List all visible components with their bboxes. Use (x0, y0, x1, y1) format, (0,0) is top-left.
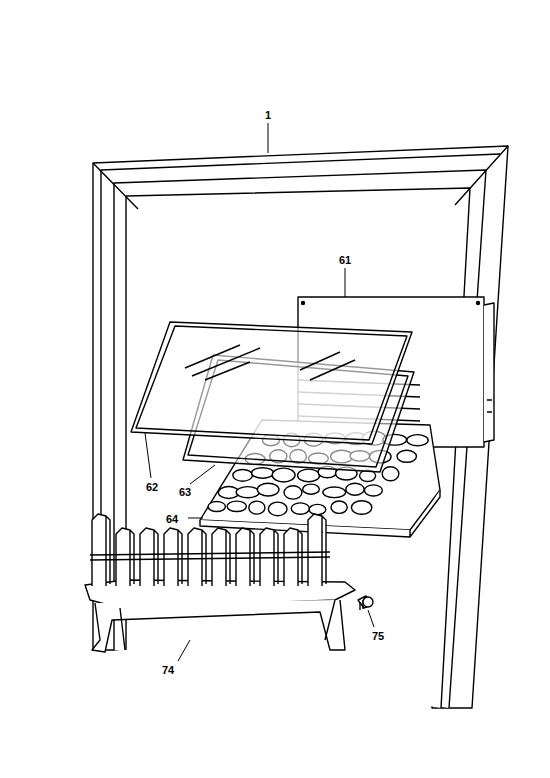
coal (227, 501, 246, 511)
screw (358, 596, 373, 610)
fender-bar (236, 528, 254, 586)
fender-bar (92, 514, 110, 586)
coal (252, 468, 274, 479)
coal (323, 487, 346, 498)
fender-bar (164, 528, 182, 586)
coal (272, 468, 295, 482)
fender-bar (212, 528, 230, 586)
coal (351, 501, 371, 515)
coal (284, 486, 302, 499)
glass-panel (131, 322, 412, 444)
coal (407, 435, 428, 446)
fender-rail (90, 552, 330, 560)
callout-number: 63 (179, 487, 191, 498)
coal (208, 502, 225, 512)
coal (382, 467, 399, 481)
callout-number: 61 (339, 255, 351, 266)
coal (364, 485, 382, 496)
fender-bar (116, 528, 134, 586)
coal (291, 503, 309, 514)
coal (233, 469, 253, 481)
coal (249, 501, 265, 514)
callout-number: 1 (265, 110, 271, 121)
coal (397, 450, 417, 462)
fender-bar (188, 528, 206, 586)
coal (303, 484, 320, 494)
leader-lines (145, 123, 374, 661)
coal (268, 502, 287, 516)
coal (309, 504, 326, 514)
fender-bar (308, 514, 326, 586)
callout-number: 64 (166, 514, 178, 525)
fender (85, 514, 355, 652)
coal (331, 501, 347, 513)
callout-number: 74 (162, 665, 174, 676)
surround-frame (93, 146, 508, 708)
callout-number: 62 (146, 482, 158, 493)
coal (257, 483, 279, 496)
coal (298, 469, 320, 482)
fender-bar (140, 528, 158, 586)
coal (346, 483, 364, 495)
coal (236, 487, 259, 498)
callout-number: 75 (372, 631, 384, 642)
fender-bars (90, 514, 330, 586)
